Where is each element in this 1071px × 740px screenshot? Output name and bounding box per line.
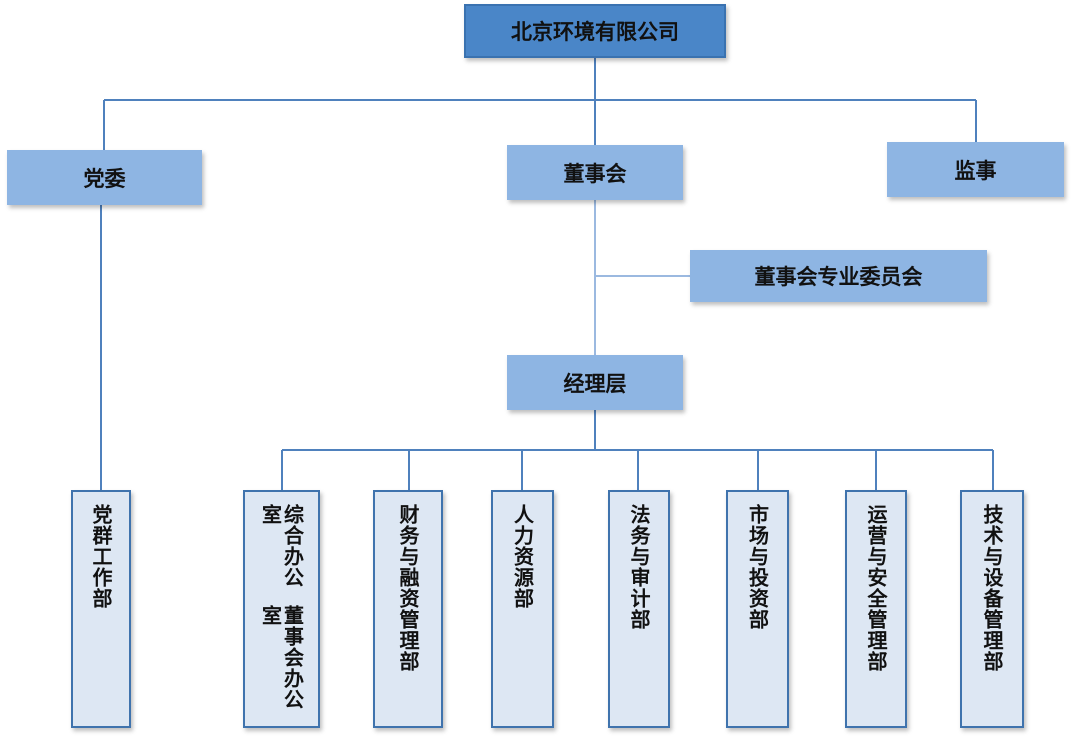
- board-committee-node: 董事会专业委员会: [690, 250, 987, 302]
- party-committee-label: 党委: [83, 166, 126, 191]
- management-node: 经理层: [507, 355, 683, 410]
- dept-label-line1: 综合办公室: [258, 504, 305, 588]
- board-label: 董事会: [563, 161, 627, 186]
- supervisor-label: 监事: [954, 158, 997, 183]
- dept-label: 法务与审计部: [627, 504, 651, 630]
- dept-label: 财务与融资管理部: [396, 504, 420, 672]
- dept-node-general-office: 综合办公室 董事会办公室: [243, 490, 320, 728]
- dept-label: 技术与设备管理部: [980, 504, 1004, 672]
- company-node: 北京环境有限公司: [464, 4, 726, 58]
- dept-node-finance: 财务与融资管理部: [373, 490, 443, 728]
- dept-node-legal-audit: 法务与审计部: [608, 490, 670, 728]
- company-label: 北京环境有限公司: [511, 20, 679, 44]
- board-committee-label: 董事会专业委员会: [754, 265, 923, 289]
- management-label: 经理层: [563, 371, 627, 396]
- dept-label: 人力资源部: [510, 504, 535, 609]
- dept-node-market-investment: 市场与投资部: [726, 490, 789, 728]
- dept-label-line2: 董事会办公室: [258, 604, 305, 710]
- party-committee-node: 党委: [7, 150, 202, 205]
- party-dept-node: 党群工作部: [71, 490, 131, 728]
- dept-label: 运营与安全管理部: [864, 504, 888, 672]
- party-dept-label: 党群工作部: [89, 504, 113, 609]
- dept-node-tech-equipment: 技术与设备管理部: [960, 490, 1024, 728]
- dept-label: 市场与投资部: [745, 504, 770, 630]
- supervisor-node: 监事: [887, 142, 1064, 197]
- dept-node-hr: 人力资源部: [491, 490, 554, 728]
- dept-node-operations-safety: 运营与安全管理部: [845, 490, 907, 728]
- board-node: 董事会: [507, 145, 683, 200]
